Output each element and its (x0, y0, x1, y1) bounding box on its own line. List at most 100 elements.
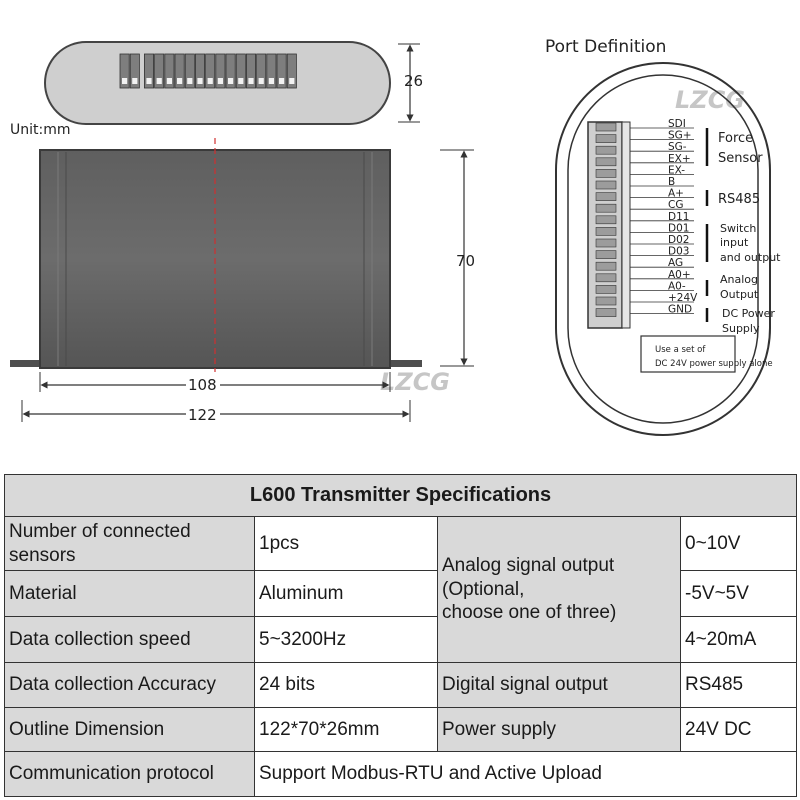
terminal-screw (268, 78, 274, 84)
pin-slot (595, 238, 617, 248)
terminal-screw (197, 78, 203, 84)
group-switch-line1: Switch (720, 222, 756, 235)
analog-option-1: 0~10V (679, 516, 798, 571)
terminal-slot (205, 53, 216, 89)
power-note-line1: Use a set of (655, 345, 706, 355)
power-note-box: Use a set of DC 24V power supply alone (640, 335, 773, 373)
terminal-slot (215, 53, 226, 89)
dimension-122-label: 122 (188, 406, 217, 424)
pin-label: EX- (668, 164, 685, 176)
pin-label: A+ (668, 188, 684, 200)
pin-groups: Force Sensor RS485 Switch input and outp… (705, 128, 781, 335)
digital-output-value: RS485 (679, 662, 798, 708)
analog-label-line3: choose one of three) (442, 602, 617, 624)
port-housing-inner (567, 74, 759, 424)
table-row: Data collection speed 5~3200Hz 4~20mA (4, 616, 798, 663)
terminal-slot (129, 53, 140, 89)
pin-slot (595, 250, 617, 259)
pin-label: GND (668, 304, 692, 316)
row-label-accuracy: Data collection Accuracy (4, 662, 255, 708)
pin-label: CG (668, 199, 683, 211)
pin-slot (595, 122, 617, 132)
group-analog-line2: Output (720, 288, 759, 301)
terminal-screw (146, 78, 152, 84)
analog-label-line1: Analog signal output (442, 554, 615, 576)
terminal-screw (279, 78, 285, 84)
terminal-screw (228, 78, 234, 84)
row-label-material: Material (4, 570, 255, 617)
pin-slot (595, 308, 617, 317)
terminal-screw (166, 78, 172, 84)
pin-label: EX+ (668, 153, 691, 165)
pin-label: SG+ (668, 130, 692, 142)
spec-table: L600 Transmitter Specifications Number o… (3, 474, 798, 797)
row-label-speed: Data collection speed (4, 616, 255, 663)
table-row: Outline Dimension 122*70*26mm Power supp… (4, 707, 798, 752)
terminal-screw (156, 78, 162, 84)
terminal-slot (174, 53, 185, 89)
terminal-slot (194, 53, 205, 89)
terminal-screw (177, 78, 183, 84)
terminal-slot (235, 53, 246, 89)
dimension-70-label: 70 (456, 252, 475, 270)
terminal-screw (248, 78, 254, 84)
power-supply-value: 24V DC (679, 707, 798, 752)
watermark-text: LZCG (380, 368, 450, 396)
pin-slot (595, 134, 617, 143)
pin-label: SDI (668, 118, 686, 130)
row-label-dimension: Outline Dimension (4, 707, 255, 752)
pin-slot (595, 261, 617, 271)
pin-slot (595, 285, 617, 294)
analog-output-label: Analog signal output (Optional, choose o… (437, 516, 681, 663)
analog-option-2: -5V~5V (679, 570, 798, 617)
terminal-slot (143, 53, 154, 89)
terminal-screw (207, 78, 213, 84)
dimension-108-label: 108 (188, 376, 217, 394)
terminal-block (119, 53, 297, 89)
pin-slot (595, 169, 617, 178)
table-row: Number of connected sensors 1pcs Analog … (4, 516, 798, 663)
group-rs485: RS485 (718, 192, 760, 207)
pin-slot (595, 273, 617, 283)
terminal-slot (154, 53, 165, 89)
terminal-screw (289, 78, 295, 84)
row-label-sensors: Number of connected sensors (4, 516, 255, 571)
terminal-slot (286, 53, 297, 89)
group-switch-line2: input (720, 236, 749, 249)
terminal-screw (187, 78, 193, 84)
group-power-line1: DC Power (722, 307, 775, 320)
pin-label: A0- (668, 280, 686, 292)
unit-label: Unit:mm (10, 122, 71, 138)
pin-label: AG (668, 257, 683, 269)
front-view (10, 138, 422, 372)
pin-label: D02 (668, 234, 689, 246)
port-terminal-block: SDISG+SG-EX+EX-BA+CGD11D01D02D03AGA0+A0-… (587, 118, 698, 329)
pin-label: D01 (668, 222, 689, 234)
terminal-screw (238, 78, 244, 84)
pin-label: B (668, 176, 675, 188)
pin-label: SG- (668, 141, 687, 153)
top-view (44, 41, 391, 125)
dimension-drawing: LZCG LZCG LZCG 26 Unit:mm 70 108 (10, 37, 781, 436)
table-row: Communication protocol Support Modbus-RT… (4, 751, 798, 797)
pin-label: D11 (668, 211, 689, 223)
dimension-height-front: 70 (440, 149, 475, 367)
dimension-height-side: 26 (398, 43, 423, 123)
digital-output-label: Digital signal output (437, 662, 681, 708)
row-value-protocol: Support Modbus-RTU and Active Upload (253, 751, 798, 797)
dimension-26-label: 26 (404, 72, 423, 90)
row-value-accuracy: 24 bits (254, 662, 438, 708)
table-row: Data collection Accuracy 24 bits Digital… (4, 662, 798, 708)
row-value-dimension: 122*70*26mm (254, 707, 438, 752)
pin-slot (595, 145, 617, 155)
terminal-slot (266, 53, 277, 89)
group-force-sensor-line1: Force (718, 131, 753, 146)
terminal-screw (217, 78, 223, 84)
analog-option-3: 4~20mA (679, 616, 798, 663)
terminal-slot (245, 53, 256, 89)
terminal-slot (256, 53, 267, 89)
dimension-outer-width: 122 (21, 400, 411, 424)
terminal-slot (184, 53, 195, 89)
analog-label-line2: (Optional, (442, 578, 525, 600)
row-value-speed: 5~3200Hz (254, 616, 438, 663)
